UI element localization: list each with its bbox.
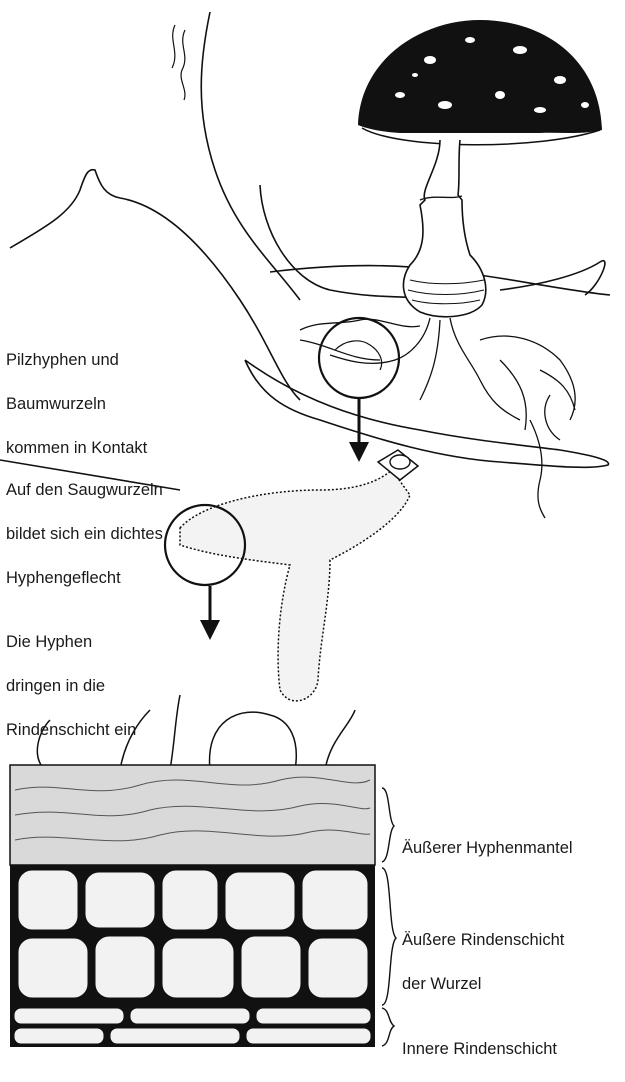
- label-step3-line3: Rindenschicht ein: [6, 719, 136, 741]
- label-step1-line1: Pilzhyphen und: [6, 349, 147, 371]
- label-step2: Auf den Saugwurzeln bildet sich ein dich…: [6, 457, 163, 611]
- hairy-root: [180, 450, 418, 701]
- label-outer-cortex: Äußere Rindenschicht der Wurzel: [402, 907, 564, 1017]
- label-step3: Die Hyphen dringen in die Rindenschicht …: [6, 609, 136, 763]
- label-inner-cortex: Innere Rindenschicht: [402, 1016, 557, 1082]
- label-outer-cortex-line2: der Wurzel: [402, 973, 564, 995]
- label-step2-line1: Auf den Saugwurzeln: [6, 479, 163, 501]
- label-step3-line2: dringen in die: [6, 675, 136, 697]
- label-step1-line3: kommen in Kontakt: [6, 437, 147, 459]
- label-step2-line2: bildet sich ein dichtes: [6, 523, 163, 545]
- braces: [382, 788, 396, 1046]
- label-mantle-text: Äußerer Hyphenmantel: [402, 837, 573, 859]
- label-inner-cortex-text: Innere Rindenschicht: [402, 1038, 557, 1060]
- hyphal-mantle: [10, 765, 375, 865]
- roots: [300, 318, 575, 518]
- label-step2-line3: Hyphengeflecht: [6, 567, 163, 589]
- label-step1-line2: Baumwurzeln: [6, 393, 147, 415]
- arrow-down-2: [200, 586, 220, 640]
- label-mantle: Äußerer Hyphenmantel: [402, 815, 573, 881]
- mushroom-cap: [358, 20, 602, 133]
- mushroom-stem: [403, 140, 485, 317]
- mushroom: [358, 20, 602, 317]
- label-step3-line1: Die Hyphen: [6, 631, 136, 653]
- label-outer-cortex-line1: Äußere Rindenschicht: [402, 929, 564, 951]
